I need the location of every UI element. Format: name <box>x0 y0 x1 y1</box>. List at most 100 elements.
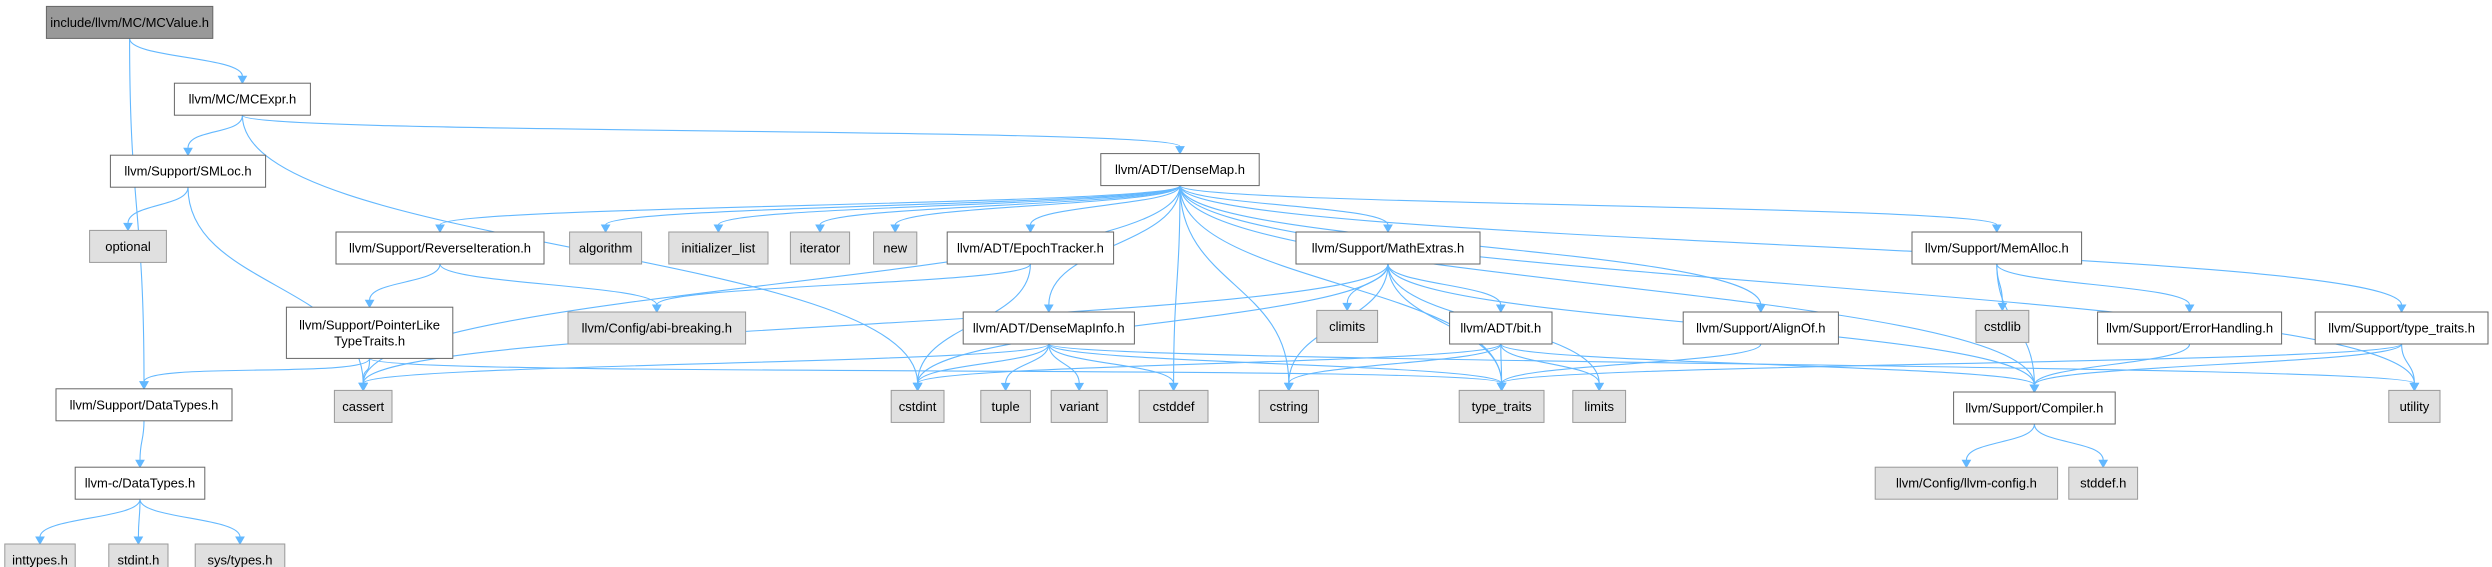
node-algorithm: algorithm <box>569 231 643 265</box>
node-label: inttypes.h <box>12 553 68 567</box>
edge-densemap-to-algorithm <box>600 185 1181 234</box>
node-abibreak: llvm/Config/abi-breaking.h <box>567 311 747 345</box>
node-datatypes[interactable]: llvm/Support/DataTypes.h <box>55 388 233 422</box>
node-densemapinfo[interactable]: llvm/ADT/DenseMapInfo.h <box>962 311 1135 345</box>
node-label: llvm/ADT/bit.h <box>1460 321 1541 336</box>
node-label: llvm/Support/Compiler.h <box>1965 401 2103 416</box>
edge-densemap-to-typetraitsh <box>1179 185 2407 314</box>
edge-mathextras-to-bit <box>1387 263 1506 314</box>
node-box <box>108 543 169 567</box>
edge-densemap-to-densemapinfo <box>1043 185 1181 314</box>
node-densemap[interactable]: llvm/ADT/DenseMap.h <box>1100 153 1260 187</box>
node-label: cstring <box>1270 399 1308 414</box>
edge-datatypes-to-cdatatypes <box>135 420 145 469</box>
edge-densemap-to-initlist <box>713 185 1181 234</box>
node-limits: limits <box>1572 389 1627 423</box>
node-box <box>1975 309 2030 343</box>
node-box <box>1295 231 1481 265</box>
node-box <box>335 231 545 265</box>
node-box <box>89 229 167 263</box>
node-box <box>74 466 206 500</box>
node-label: llvm/Support/type_traits.h <box>2328 321 2475 336</box>
node-mcexpr[interactable]: llvm/MC/MCExpr.h <box>173 82 311 116</box>
edge-cdatatypes-to-stdint <box>133 499 144 546</box>
node-box <box>569 231 643 265</box>
edge-ptrlike-to-type_traits <box>369 357 1507 392</box>
node-box <box>873 231 918 265</box>
node-box <box>45 5 214 39</box>
edge-bit-to-cstdint <box>912 343 1502 392</box>
node-epoch[interactable]: llvm/ADT/EpochTracker.h <box>946 231 1115 265</box>
edge-densemap-to-compiler <box>1179 185 2040 394</box>
node-new: new <box>873 231 918 265</box>
edge-smloc-to-cassert <box>187 187 369 392</box>
node-box <box>1050 389 1108 423</box>
node-cstdlib: cstdlib <box>1975 309 2030 343</box>
node-cdatatypes[interactable]: llvm-c/DataTypes.h <box>74 466 206 500</box>
node-label: llvm/Config/abi-breaking.h <box>582 321 732 336</box>
node-label: cstdlib <box>1984 319 2021 334</box>
edge-mcvalue-to-datatypes <box>129 38 149 390</box>
node-box <box>2068 466 2139 500</box>
node-box <box>1874 466 2059 500</box>
edge-densemapinfo-to-tuple <box>1000 343 1050 392</box>
edge-typetraitsh-to-compiler <box>2029 343 2403 394</box>
node-llvmconfig: llvm/Config/llvm-config.h <box>1874 466 2059 500</box>
edge-mcexpr-to-densemap <box>241 114 1185 155</box>
node-label: cassert <box>342 399 384 414</box>
node-mathextras[interactable]: llvm/Support/MathExtras.h <box>1295 231 1481 265</box>
edge-alignof-to-type_traits <box>1496 343 1762 392</box>
edge-typetraitsh-to-utility <box>2401 343 2420 392</box>
node-cstdint: cstdint <box>890 389 945 423</box>
node-label: include/llvm/MC/MCValue.h <box>50 15 209 30</box>
edge-epoch-to-abibreak <box>651 263 1031 314</box>
node-box <box>1911 231 2083 265</box>
node-systypes: sys/types.h <box>194 543 286 567</box>
node-box <box>1316 309 1379 343</box>
node-smloc[interactable]: llvm/Support/SMLoc.h <box>109 154 267 188</box>
node-bit[interactable]: llvm/ADT/bit.h <box>1449 311 1553 345</box>
edge-mcvalue-to-mcexpr <box>129 38 248 85</box>
node-label: llvm/Support/DataTypes.h <box>70 397 219 412</box>
edge-memalloc-to-errhandling <box>1996 263 2195 314</box>
node-box <box>1100 153 1260 187</box>
node-label: optional <box>105 239 151 254</box>
node-compiler[interactable]: llvm/Support/Compiler.h <box>1953 391 2116 425</box>
node-box <box>567 311 747 345</box>
node-stddef: stddef.h <box>2068 466 2139 500</box>
node-memalloc[interactable]: llvm/Support/MemAlloc.h <box>1911 231 2083 265</box>
edge-densemap-to-new <box>890 185 1181 234</box>
edge-smloc-to-optional <box>123 187 189 232</box>
node-errhandling[interactable]: llvm/Support/ErrorHandling.h <box>2097 311 2283 345</box>
node-label: llvm/Config/llvm-config.h <box>1896 476 2037 491</box>
node-mcvalue[interactable]: include/llvm/MC/MCValue.h <box>45 5 214 39</box>
edge-reviter-to-ptrlike <box>364 263 441 309</box>
node-label: llvm/Support/PointerLike <box>299 317 440 332</box>
node-stdint: stdint.h <box>108 543 169 567</box>
node-box <box>1458 389 1545 423</box>
edge-densemap-to-cassert <box>358 185 1181 392</box>
node-climits: climits <box>1316 309 1379 343</box>
node-alignof[interactable]: llvm/Support/AlignOf.h <box>1682 311 1839 345</box>
node-label: cstdint <box>899 399 937 414</box>
node-box <box>1572 389 1627 423</box>
node-label: llvm/Support/ErrorHandling.h <box>2106 321 2273 336</box>
node-label: algorithm <box>579 241 632 256</box>
node-box <box>173 82 311 116</box>
edge-densemap-to-iterator <box>815 185 1181 234</box>
node-type_traits: type_traits <box>1458 389 1545 423</box>
node-label: llvm/Support/ReverseIteration.h <box>349 241 531 256</box>
edge-compiler-to-llvmconfig <box>1961 423 2035 469</box>
node-box <box>109 154 267 188</box>
edge-densemap-to-reviter <box>435 185 1181 234</box>
node-utility: utility <box>2388 389 2441 423</box>
node-label: stddef.h <box>2080 476 2126 491</box>
node-typetraitsh[interactable]: llvm/Support/type_traits.h <box>2314 311 2489 345</box>
node-box <box>789 231 851 265</box>
node-label: initializer_list <box>682 241 756 256</box>
node-box <box>55 388 233 422</box>
node-reviter[interactable]: llvm/Support/ReverseIteration.h <box>335 231 545 265</box>
node-label: llvm/ADT/DenseMapInfo.h <box>973 321 1125 336</box>
edge-cdatatypes-to-systypes <box>139 499 245 546</box>
